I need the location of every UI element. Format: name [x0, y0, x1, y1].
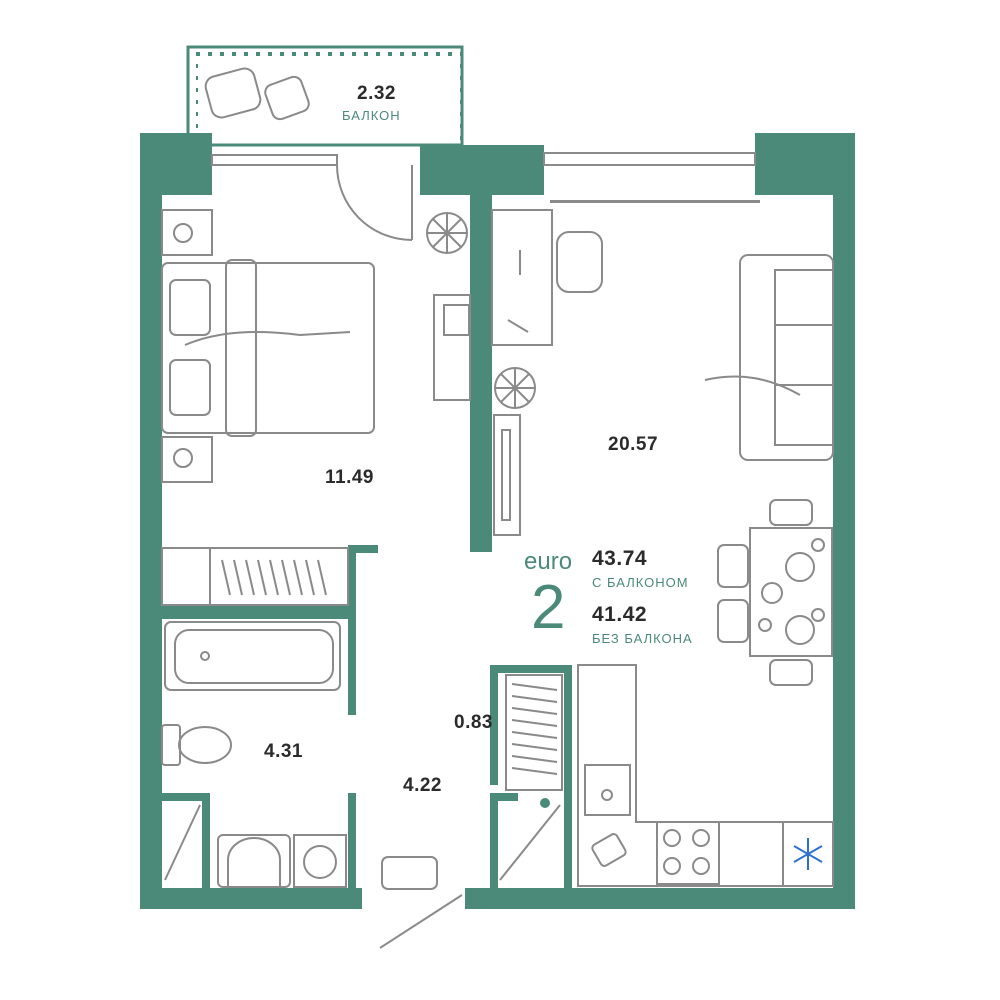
radiator-icon	[550, 200, 760, 203]
cutting-board-icon	[591, 833, 627, 867]
work-desk-icon	[491, 209, 603, 346]
bed-icon	[161, 259, 375, 437]
tv-stand-icon	[493, 414, 521, 536]
balcony-door	[211, 154, 413, 241]
living-area: 20.57	[608, 434, 659, 455]
fridge-snowflake-icon	[782, 821, 834, 887]
hall-area: 4.22	[403, 775, 442, 796]
desk-icon	[433, 294, 471, 401]
toilet-icon	[161, 724, 232, 766]
storage-area: 0.83	[454, 712, 493, 733]
with-balcony-label: С БАЛКОНОМ	[592, 575, 689, 590]
balcony	[186, 45, 464, 147]
plant-icon	[426, 212, 468, 254]
stove-icon	[656, 821, 720, 885]
armchair-icon	[204, 67, 310, 121]
rooms-count: 2	[531, 573, 566, 642]
washing-machine-icon	[293, 834, 347, 888]
exterior-walls	[140, 133, 855, 909]
apartment-type-prefix: euro	[524, 548, 573, 575]
dining-table-icon	[717, 499, 833, 686]
storage-closet	[499, 674, 563, 881]
entrance-door	[379, 856, 463, 949]
plant-icon	[494, 367, 536, 409]
bedroom-area: 11.49	[325, 467, 374, 488]
wardrobe-icon	[161, 547, 349, 606]
nightstand-icon	[161, 209, 213, 483]
balcony-area: 2.32	[357, 83, 396, 104]
bathtub-icon	[164, 621, 341, 691]
sofa-icon	[704, 254, 834, 461]
window	[543, 152, 756, 166]
kitchen-counter	[577, 664, 834, 887]
balcony-name: БАЛКОН	[342, 108, 401, 123]
without-balcony-label: БЕЗ БАЛКОНА	[592, 631, 693, 646]
area-with-balcony: 43.74	[592, 547, 648, 570]
bathroom-area: 4.31	[264, 741, 303, 762]
bathroom-corner	[164, 804, 201, 881]
sink-icon	[217, 834, 291, 888]
area-without-balcony: 41.42	[592, 603, 648, 626]
